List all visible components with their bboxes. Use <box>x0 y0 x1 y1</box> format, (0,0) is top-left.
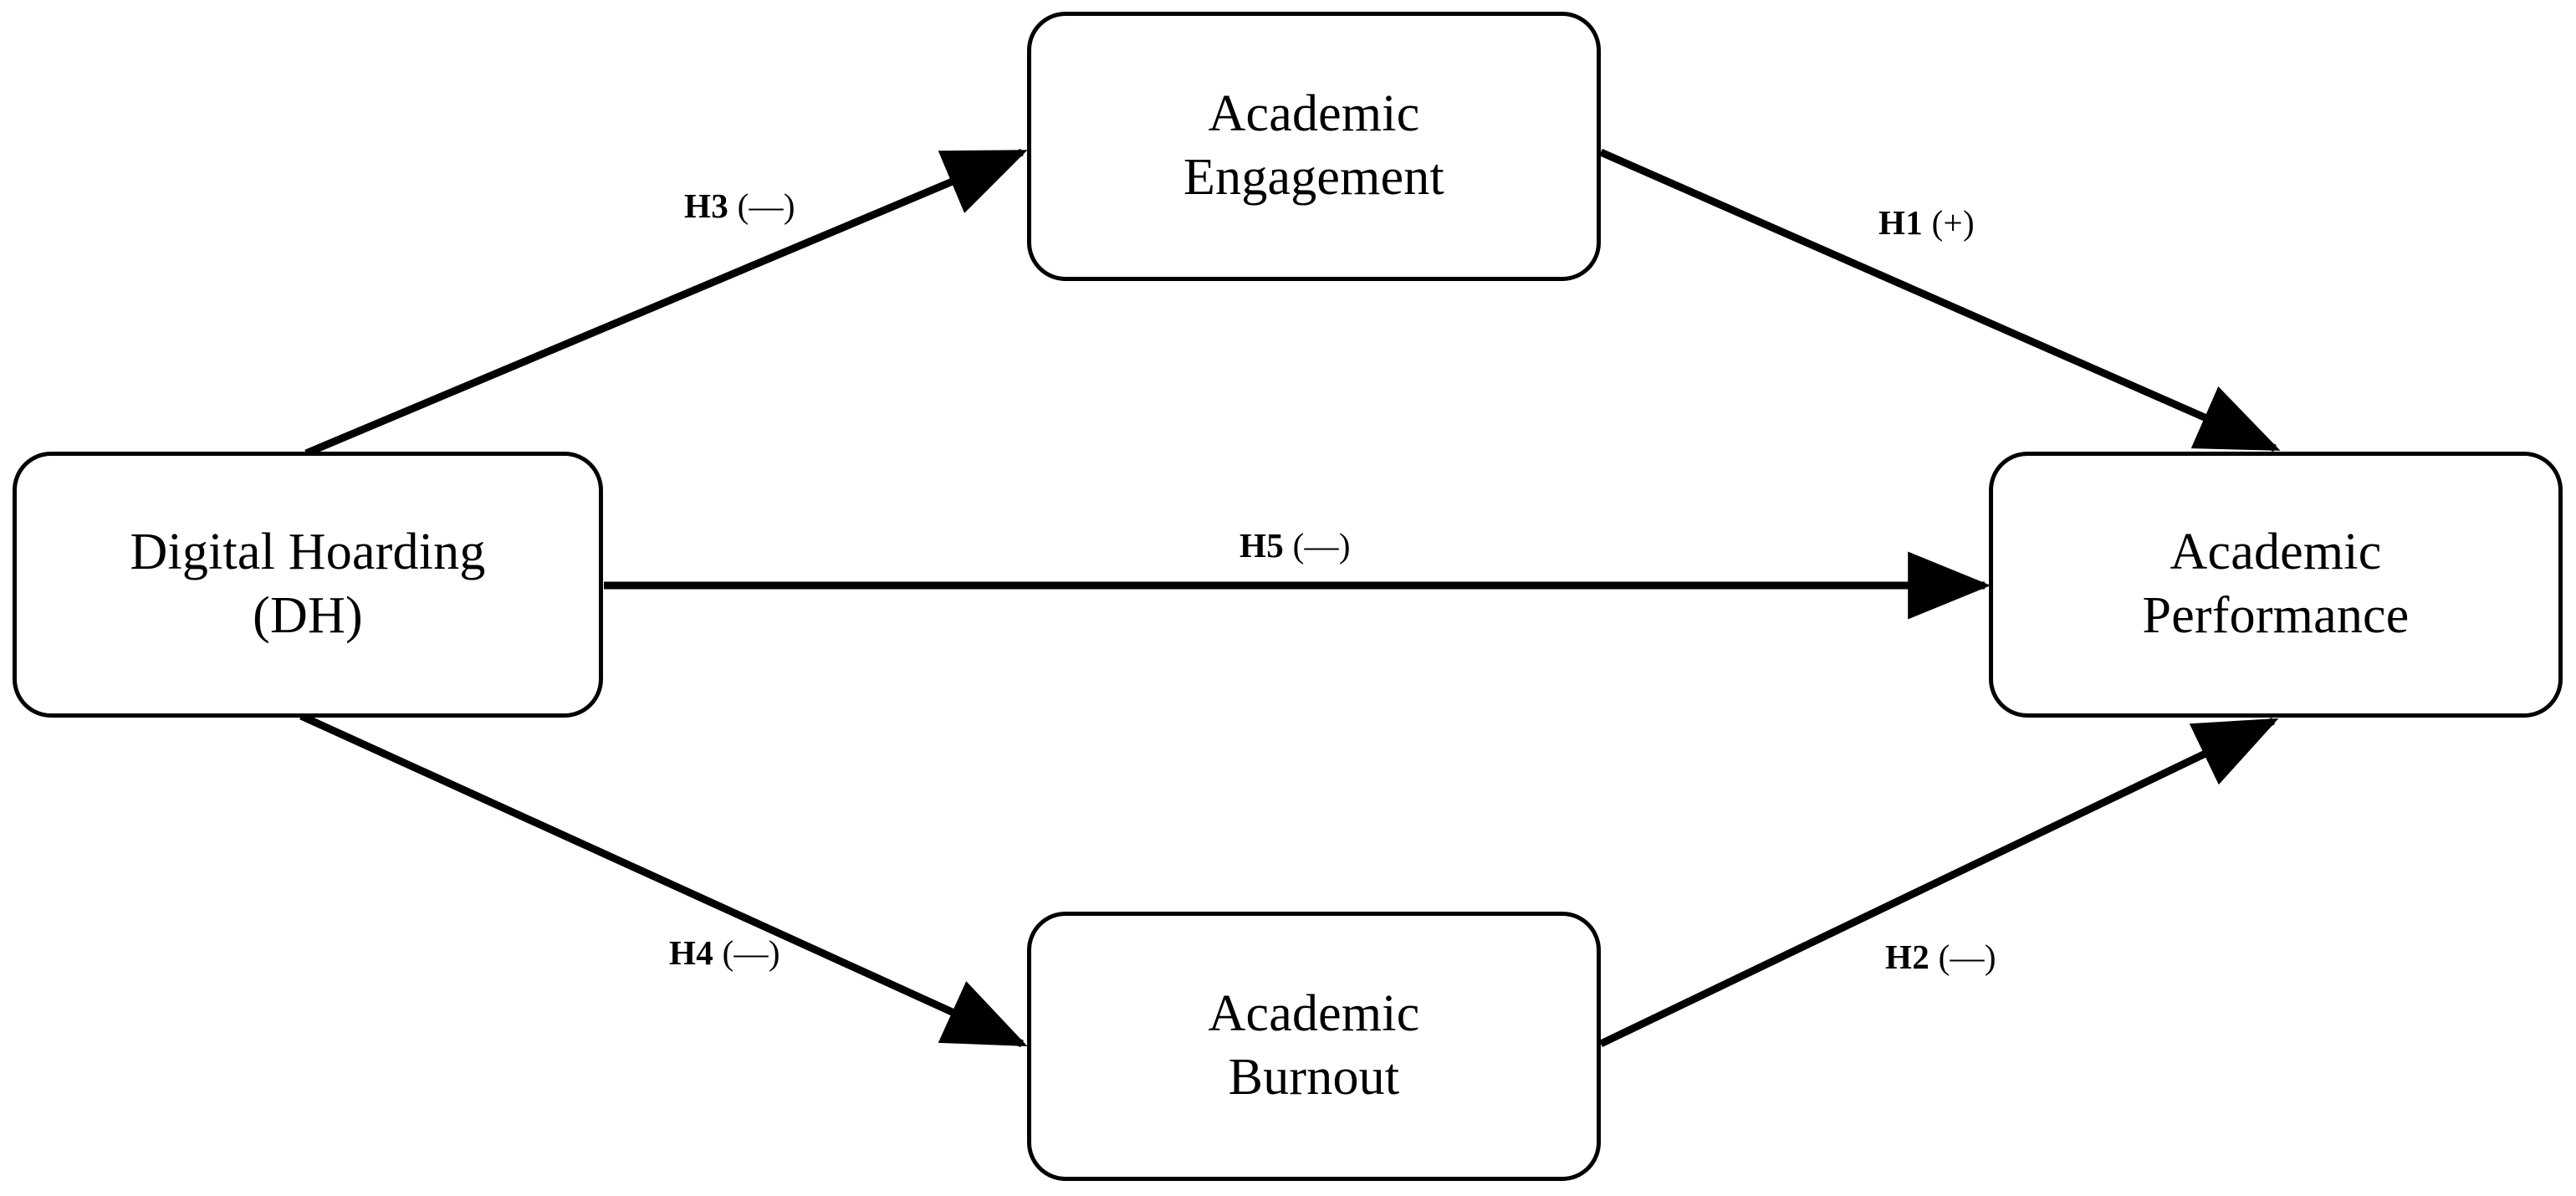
edge-label-h1-id: H1 <box>1878 203 1923 242</box>
edge-label-h3-id: H3 <box>684 187 728 225</box>
node-academic-engagement-label: Academic Engagement <box>1183 85 1444 206</box>
edge-label-h5: H5 (—) <box>1239 525 1351 565</box>
edge-label-h3: H3 (—) <box>684 186 795 226</box>
node-digital-hoarding-label: Digital Hoarding (DH) <box>130 524 486 644</box>
edge-label-h2-sign: (—) <box>1938 938 1996 976</box>
node-digital-hoarding: Digital Hoarding (DH) <box>13 452 603 718</box>
edge-label-h1: H1 (+) <box>1878 202 1975 243</box>
edge-label-h5-id: H5 <box>1239 526 1284 565</box>
node-academic-engagement: Academic Engagement <box>1027 12 1601 281</box>
edge-label-h5-sign: (—) <box>1292 526 1351 565</box>
edge-label-h2: H2 (—) <box>1885 937 1996 977</box>
edge-label-h4-sign: (—) <box>722 933 780 972</box>
arrow-h1 <box>1599 148 2281 452</box>
arrow-h2 <box>1599 717 2279 1048</box>
arrow-h3 <box>304 148 1028 457</box>
edge-label-h2-id: H2 <box>1885 938 1929 976</box>
edge-label-h1-sign: (+) <box>1931 203 1975 242</box>
edge-label-h3-sign: (—) <box>737 187 795 225</box>
edge-label-h4-id: H4 <box>669 933 713 972</box>
edge-label-h4: H4 (—) <box>669 933 780 973</box>
node-academic-burnout-label: Academic Burnout <box>1208 985 1420 1106</box>
node-academic-performance-label: Academic Performance <box>2142 524 2410 644</box>
arrow-h4 <box>299 712 1028 1048</box>
node-academic-burnout: Academic Burnout <box>1027 912 1601 1181</box>
node-academic-performance: Academic Performance <box>1989 452 2563 718</box>
